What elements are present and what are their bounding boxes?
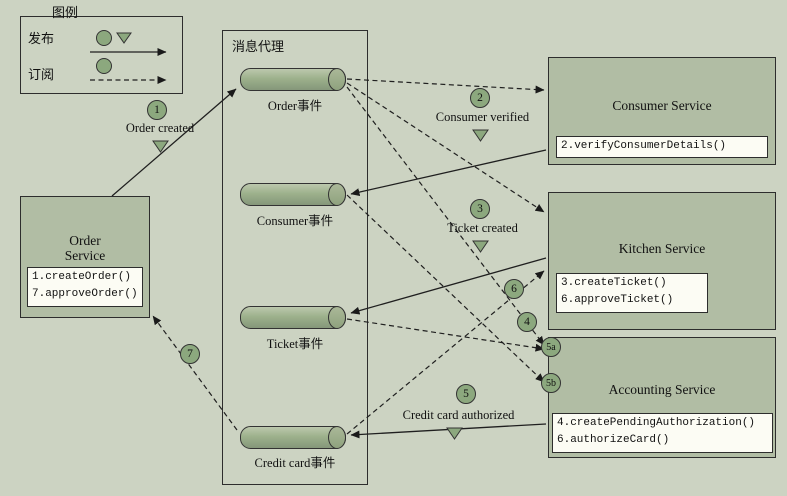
- consumer-service-name: Consumer Service: [612, 98, 712, 113]
- legend-event-circle-icon: [96, 30, 112, 46]
- step-5b-badge: 5b: [541, 373, 561, 393]
- legend-publish-label: 发布: [28, 31, 55, 46]
- arrow-order-service-publishes-order-created: [111, 88, 237, 197]
- arrow-order-events-to-accounting-service: [346, 86, 545, 346]
- step-4-badge: 4: [517, 312, 537, 332]
- order-events-channel-icon: [240, 68, 346, 91]
- step-3-event-triangle-icon: [472, 240, 489, 253]
- legend-box: [20, 16, 183, 94]
- ticket-events-channel-icon: [240, 306, 346, 329]
- consumer-events-channel-label: Consumer事件: [256, 214, 334, 228]
- step-2-badge: 2: [470, 88, 490, 108]
- step-2-label: Consumer verified: [435, 110, 530, 124]
- arrow-order-events-to-consumer-service: [346, 78, 545, 94]
- accounting-service-box: Accounting Service 4.createPendingAuthor…: [548, 337, 776, 458]
- kitchen-service-methods-box: 3.createTicket() 6.approveTicket(): [556, 273, 708, 313]
- accounting-service-method: 4.createPendingAuthorization(): [557, 417, 756, 429]
- order-events-channel-label: Order事件: [267, 99, 323, 113]
- step-1-label: Order created: [125, 121, 195, 135]
- arrow-consumer-service-publishes-consumer-verified: [350, 149, 547, 197]
- step-7-badge: 7: [180, 344, 200, 364]
- consumer-events-channel-icon: [240, 183, 346, 206]
- step-5a-badge: 5a: [541, 337, 561, 357]
- step-1-badge: 1: [147, 100, 167, 120]
- order-service-box: Order Service 1.createOrder() 7.approveO…: [20, 196, 150, 318]
- accounting-service-method: 6.authorizeCard(): [557, 434, 670, 446]
- credit-card-events-channel-icon: [240, 426, 346, 449]
- step-5-label: Credit card authorized: [402, 408, 515, 422]
- legend-subscribe-label: 订阅: [28, 67, 55, 82]
- message-broker-title: 消息代理: [232, 39, 285, 54]
- accounting-service-name: Accounting Service: [608, 382, 716, 397]
- order-service-method: 7.approveOrder(): [32, 288, 138, 300]
- order-service-method: 1.createOrder(): [32, 271, 132, 283]
- ticket-events-channel-label: Ticket事件: [266, 337, 324, 351]
- kitchen-service-name: Kitchen Service: [618, 241, 706, 256]
- legend-title: 图例: [52, 5, 79, 20]
- legend-subscribe-circle-icon: [96, 58, 112, 74]
- consumer-service-methods-box: 2.verifyConsumerDetails(): [556, 136, 768, 158]
- step-5-badge: 5: [456, 384, 476, 404]
- consumer-service-box: Consumer Service 2.verifyConsumerDetails…: [548, 57, 776, 165]
- order-service-methods-box: 1.createOrder() 7.approveOrder(): [27, 267, 143, 307]
- arrow-ticket-events-to-accounting-service: [346, 318, 545, 352]
- step-6-badge: 6: [504, 279, 524, 299]
- step-2-event-triangle-icon: [472, 129, 489, 142]
- order-service-name: Order Service: [64, 233, 106, 263]
- step-5-event-triangle-icon: [446, 427, 463, 440]
- step-3-label: Ticket created: [447, 221, 518, 235]
- step-3-badge: 3: [470, 199, 490, 219]
- consumer-service-method: 2.verifyConsumerDetails(): [561, 140, 727, 152]
- step-1-event-triangle-icon: [152, 140, 169, 153]
- accounting-service-methods-box: 4.createPendingAuthorization() 6.authori…: [552, 413, 773, 453]
- kitchen-service-box: Kitchen Service 3.createTicket() 6.appro…: [548, 192, 776, 330]
- kitchen-service-method: 3.createTicket(): [561, 277, 667, 289]
- credit-card-events-channel-label: Credit card事件: [254, 456, 336, 470]
- legend-event-triangle-icon: [116, 32, 132, 44]
- kitchen-service-method: 6.approveTicket(): [561, 294, 674, 306]
- arrow-order-events-to-kitchen-service: [346, 82, 545, 213]
